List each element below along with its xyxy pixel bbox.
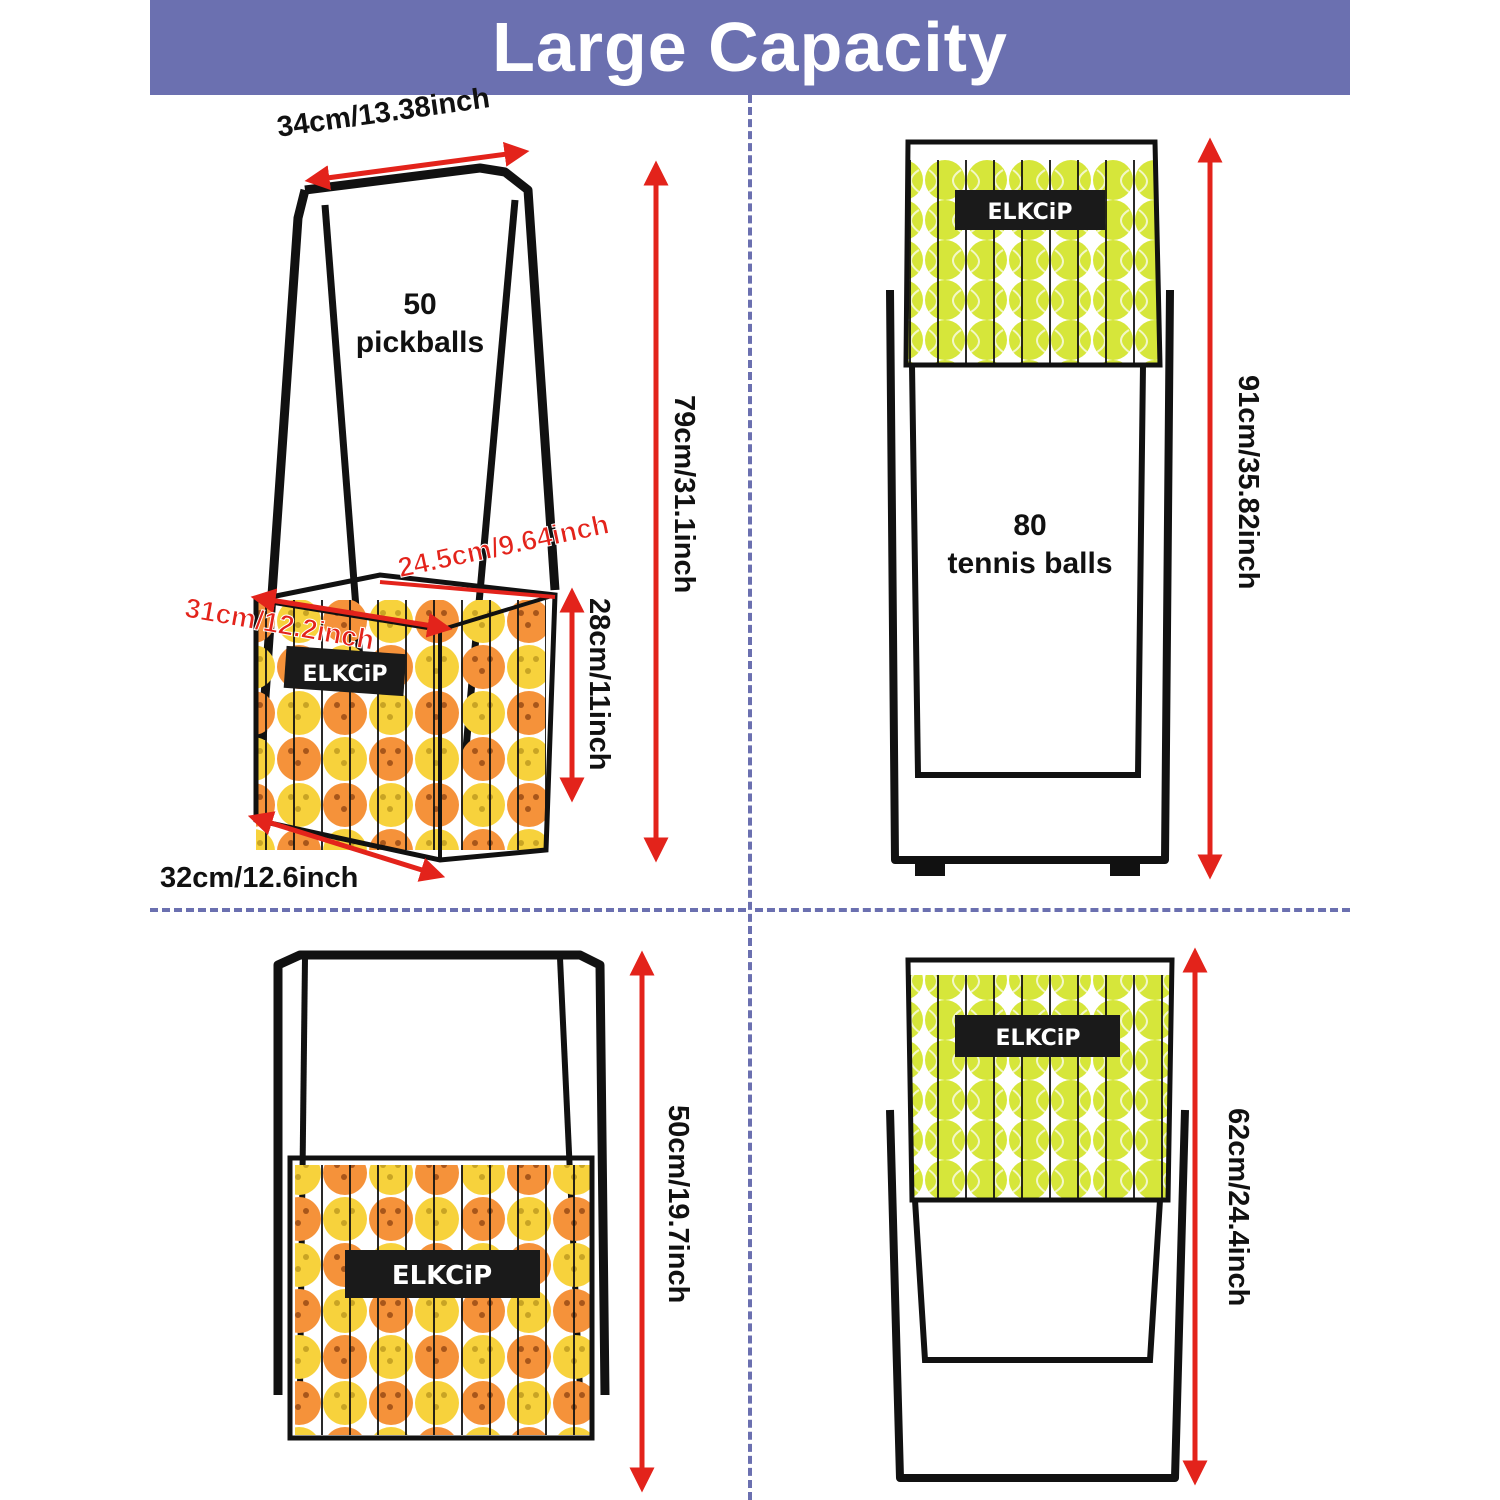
tennis-cart-tall: ELKCiP	[886, 139, 1174, 876]
pickleball-cart-short: ELKCiP	[273, 950, 610, 1441]
brand-logo-text: ELKCiP	[392, 1261, 492, 1291]
brand-logo-text: ELKCiP	[303, 662, 388, 687]
header-banner: Large Capacity	[150, 0, 1350, 95]
pickleball-cart-tall: ELKCiP	[253, 163, 560, 863]
vertical-divider	[748, 95, 752, 1500]
capacity-label-pickleballs: 50 pickballs	[330, 286, 510, 362]
brand-logo-text: ELKCiP	[996, 1026, 1081, 1051]
capacity-label-tennis: 80 tennis balls	[930, 507, 1130, 583]
horizontal-divider-left	[150, 908, 746, 912]
dimension-total-height: 79cm/31.1inch	[668, 395, 700, 594]
dimension-total-height: 91cm/35.82inch	[1232, 375, 1264, 590]
capacity-count: 50	[403, 288, 437, 321]
tennis-cart-short: ELKCiP	[886, 957, 1189, 1482]
brand-logo-text: ELKCiP	[988, 200, 1073, 225]
capacity-count: 80	[1013, 509, 1047, 542]
page-title: Large Capacity	[492, 8, 1008, 86]
capacity-unit: pickballs	[355, 326, 485, 359]
capacity-unit: tennis balls	[947, 547, 1113, 580]
dimension-total-height: 62cm/24.4inch	[1222, 1108, 1254, 1307]
dimension-basket-height: 28cm/11inch	[583, 598, 615, 771]
dimension-total-height: 50cm/19.7inch	[662, 1105, 694, 1304]
dimension-base-width: 32cm/12.6inch	[160, 862, 359, 894]
horizontal-divider-right	[755, 908, 1350, 912]
